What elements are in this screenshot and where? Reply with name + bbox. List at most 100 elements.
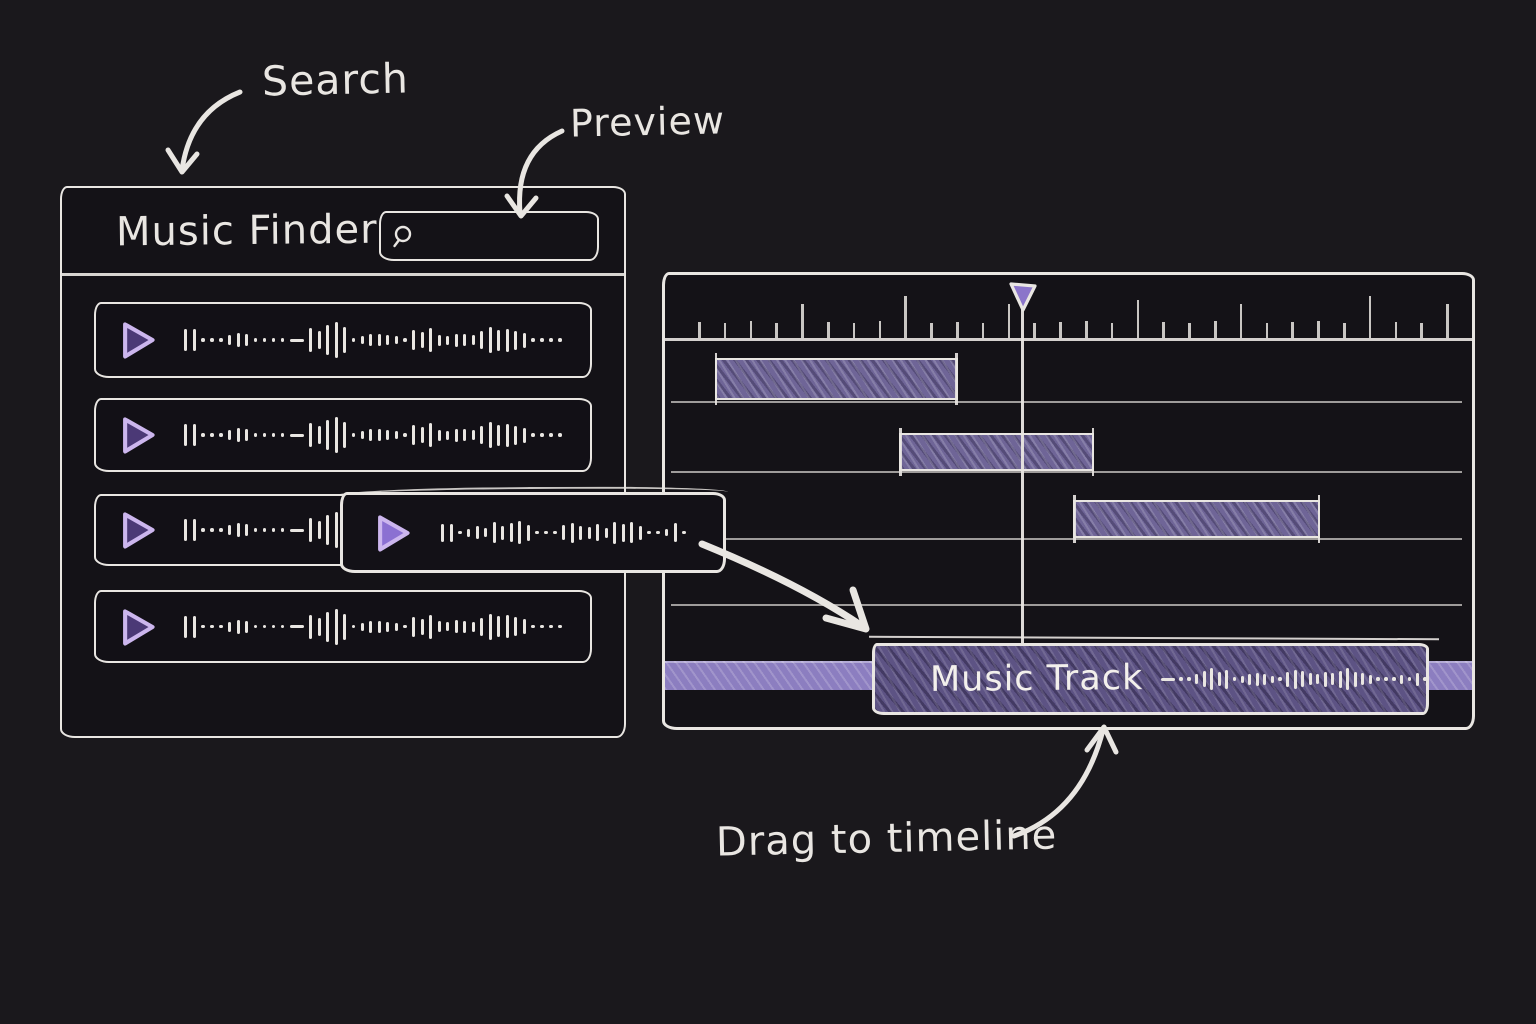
track-line-1 xyxy=(671,401,1462,403)
wave-bar xyxy=(1225,669,1229,689)
wave-bar xyxy=(492,522,496,543)
wave-bar xyxy=(570,522,574,543)
track-line-2 xyxy=(671,471,1462,473)
wave-bar xyxy=(343,327,346,353)
wave-dot xyxy=(1187,677,1191,681)
clip-trim-handle-right[interactable] xyxy=(1317,495,1321,543)
music-result-row-4[interactable] xyxy=(94,590,592,663)
music-track-clip[interactable]: Music Track xyxy=(871,643,1430,715)
ruler-tick xyxy=(1446,304,1449,338)
wave-bar xyxy=(228,525,231,535)
play-button[interactable] xyxy=(371,512,413,554)
wave-bar xyxy=(463,620,466,633)
play-button[interactable] xyxy=(116,606,158,648)
wave-dot xyxy=(540,338,544,342)
play-button[interactable] xyxy=(116,509,158,551)
wave-bar xyxy=(184,615,187,638)
wave-dot xyxy=(403,624,407,629)
wave-dash xyxy=(1160,677,1175,681)
result-waveform xyxy=(184,400,562,470)
wave-bar xyxy=(192,424,196,446)
wave-bar xyxy=(505,615,509,638)
wave-bar xyxy=(326,515,329,545)
wave-dot xyxy=(1384,677,1388,681)
music-finder-header: Music Finder xyxy=(62,188,624,273)
wave-dot xyxy=(540,624,544,629)
wave-bar xyxy=(369,620,372,633)
ruler-tick xyxy=(1136,300,1140,338)
search-arrow xyxy=(165,89,243,175)
wave-bar xyxy=(446,335,449,345)
wave-bar xyxy=(377,334,381,346)
playhead-marker[interactable] xyxy=(1006,280,1040,314)
wave-dot xyxy=(253,528,257,532)
wave-bar xyxy=(497,329,500,351)
wave-bar xyxy=(192,615,196,638)
wave-bar xyxy=(673,523,677,542)
wave-dot xyxy=(271,528,275,532)
playhead-line[interactable] xyxy=(1021,309,1024,643)
ruler-tick xyxy=(1085,321,1088,338)
wave-bar xyxy=(471,335,475,345)
ruler-tick xyxy=(1007,304,1011,338)
wave-bar xyxy=(1263,673,1267,685)
clip-trim-handle-right[interactable] xyxy=(955,353,958,405)
music-track-waveform xyxy=(1160,646,1427,712)
clip-trim-handle-right[interactable] xyxy=(1091,428,1095,476)
wave-bar xyxy=(343,613,346,640)
wave-bar xyxy=(228,430,231,440)
track-line-3 xyxy=(671,538,1462,540)
play-button[interactable] xyxy=(116,319,158,361)
wave-bar xyxy=(317,331,321,349)
ruler-tick xyxy=(852,323,856,338)
wave-bar xyxy=(518,521,521,544)
clip-trim-handle-left[interactable] xyxy=(899,428,902,476)
ruler-tick xyxy=(878,321,882,338)
timeline-clip-2[interactable] xyxy=(899,428,1095,476)
wave-bar xyxy=(420,332,424,348)
wave-dot xyxy=(1232,677,1237,681)
wave-dot xyxy=(553,530,557,535)
music-result-row-1[interactable] xyxy=(94,302,592,378)
wave-dot xyxy=(271,433,275,437)
wave-dot xyxy=(1376,677,1380,681)
clip-trim-handle-left[interactable] xyxy=(714,353,718,405)
search-icon xyxy=(393,225,412,248)
wave-dot xyxy=(1179,677,1183,681)
ruler-tick xyxy=(1291,322,1294,338)
timeline-clip-3[interactable] xyxy=(1073,495,1321,543)
wave-dot xyxy=(544,530,548,535)
ruler-tick xyxy=(1162,322,1165,338)
clip-trim-handle-left[interactable] xyxy=(1073,495,1076,543)
wave-bar xyxy=(386,621,389,632)
wave-bar xyxy=(480,331,483,349)
wave-dot xyxy=(1407,677,1412,681)
wave-bar xyxy=(514,425,517,445)
wave-dot xyxy=(531,624,535,629)
wave-bar xyxy=(1286,671,1290,687)
wave-bar xyxy=(245,429,248,441)
wave-bar xyxy=(437,621,441,632)
wave-bar xyxy=(505,423,509,447)
search-input[interactable] xyxy=(423,222,587,250)
wave-bar xyxy=(192,329,196,351)
wave-dot xyxy=(458,530,462,535)
wave-bar xyxy=(488,327,492,353)
wave-bar xyxy=(394,336,398,344)
wave-bar xyxy=(412,330,415,350)
wave-bar xyxy=(509,523,513,542)
wave-dot xyxy=(280,433,284,437)
play-button[interactable] xyxy=(116,414,158,456)
wave-dot xyxy=(351,624,355,629)
ruler-tick xyxy=(1188,323,1191,338)
wave-bar xyxy=(1415,672,1419,686)
timeline-clip-1[interactable] xyxy=(714,353,958,405)
music-result-row-2[interactable] xyxy=(94,398,592,472)
preview-item[interactable] xyxy=(340,492,726,573)
wave-bar xyxy=(463,334,466,346)
ruler-tick xyxy=(1343,323,1346,338)
wave-dot xyxy=(540,433,544,437)
wave-bar xyxy=(377,429,381,441)
search-box[interactable] xyxy=(379,211,599,261)
wave-dot xyxy=(253,433,257,437)
